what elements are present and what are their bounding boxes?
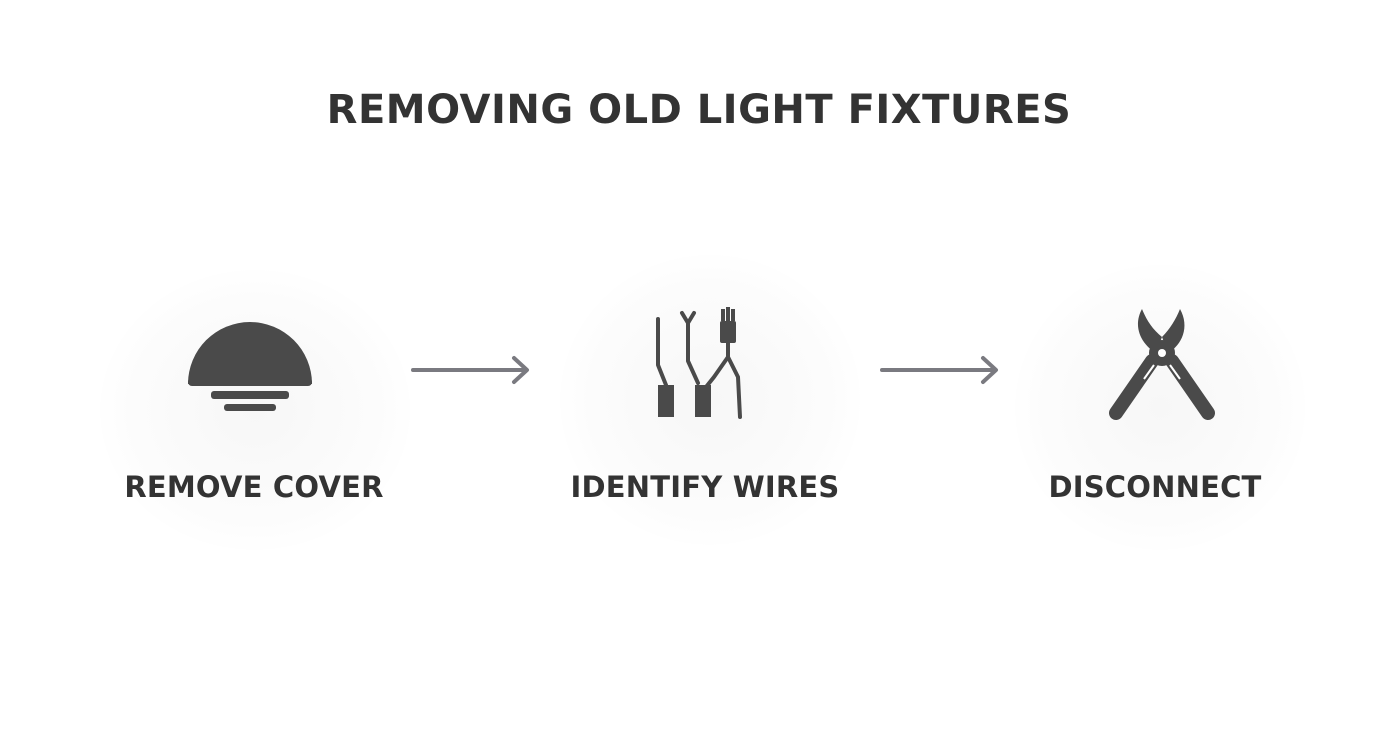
arrow-right-icon: [880, 356, 998, 384]
step-label-remove-cover: REMOVE COVER: [124, 470, 384, 504]
arrow-right-icon: [411, 356, 529, 384]
step-3-background: [1015, 265, 1305, 550]
wires-icon: [656, 307, 742, 419]
pliers-icon: [1109, 309, 1215, 420]
page-title: REMOVING OLD LIGHT FIXTURES: [326, 87, 1072, 133]
light-cover-icon: [188, 322, 312, 411]
step-label-identify-wires: IDENTIFY WIRES: [570, 470, 840, 504]
step-label-disconnect: DISCONNECT: [1048, 470, 1262, 504]
